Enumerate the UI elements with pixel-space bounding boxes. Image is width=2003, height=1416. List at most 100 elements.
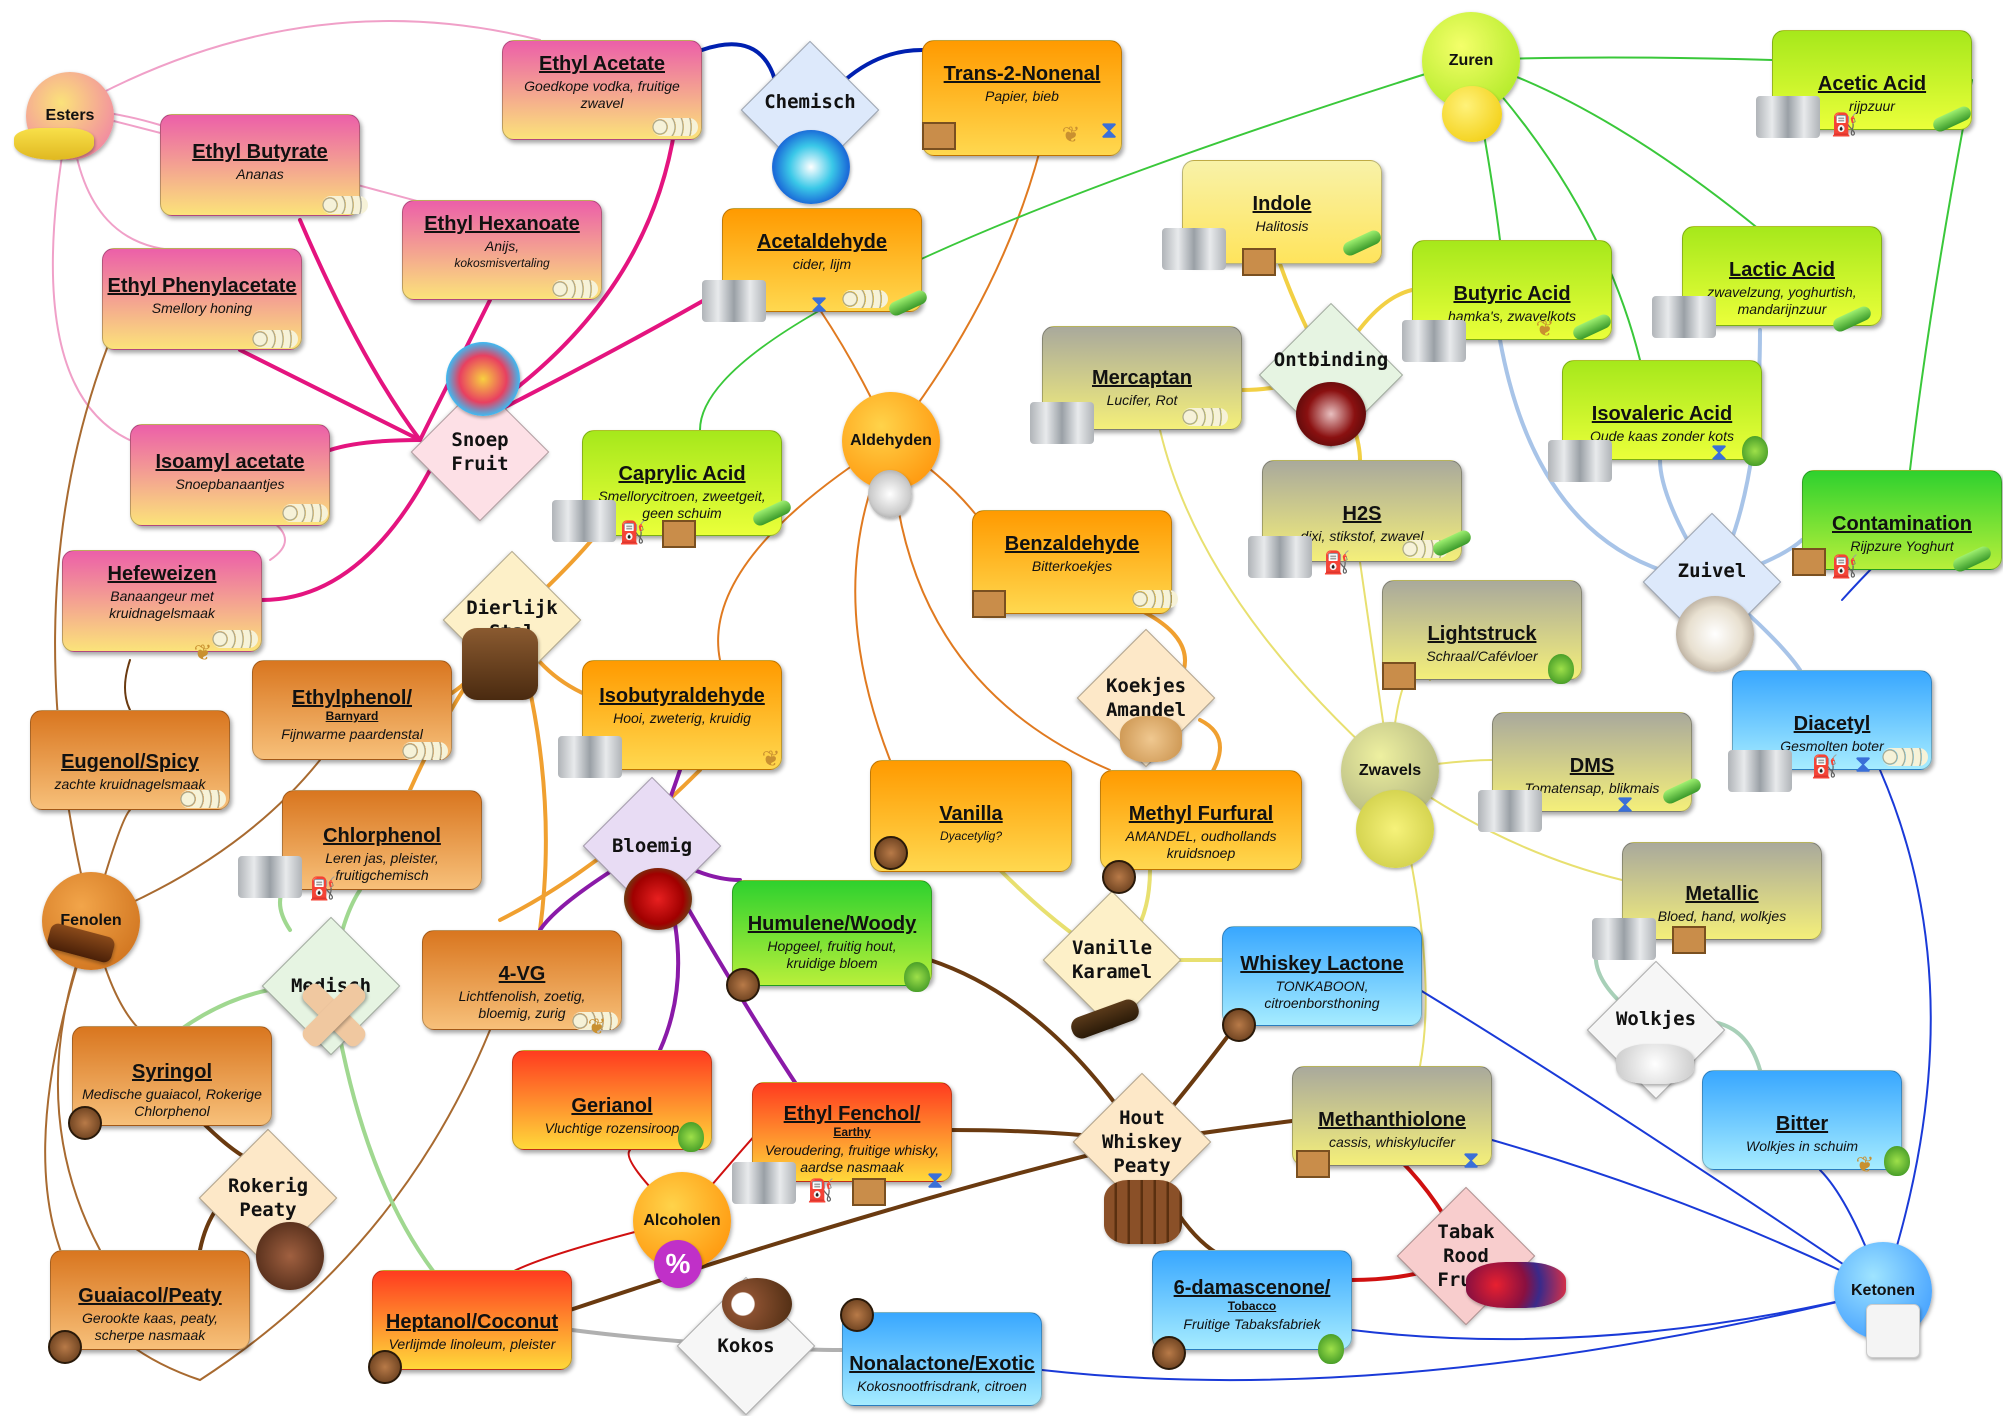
spray-bottle-icon: ⛽ xyxy=(309,876,337,901)
ethyl-hexanoate-desc2: kokosmisvertaling xyxy=(454,256,550,270)
group-rokerig-peaty[interactable]: Rokerig Peaty xyxy=(198,1128,338,1268)
group-vanille-karamel[interactable]: Vanille Karamel xyxy=(1042,890,1182,1030)
fenchol-title: Ethyl Fenchol/ xyxy=(783,1103,921,1125)
group-snoep-fruit[interactable]: Snoep Fruit xyxy=(410,382,550,522)
coins-icon xyxy=(180,790,226,808)
group-wolkjes[interactable]: Wolkjes xyxy=(1586,960,1726,1100)
fenchol-desc: Veroudering, fruitige whisky, aardse nas… xyxy=(764,1142,940,1175)
bitter-desc: Wolkjes in schuim xyxy=(1745,1138,1859,1154)
group-chemisch[interactable]: Chemisch xyxy=(740,40,880,180)
brewing-equipment-icon xyxy=(732,1162,796,1204)
brewing-equipment-icon xyxy=(1756,96,1820,138)
acetaldehyde-desc: cider, lijm xyxy=(792,256,852,272)
group-medisch[interactable]: Medisch xyxy=(261,916,401,1056)
group-vanille-label: Vanille Karamel xyxy=(1071,937,1153,983)
group-hout-whiskey-peaty[interactable]: Hout Whiskey Peaty xyxy=(1072,1072,1212,1212)
hourglass-icon: ⧗ xyxy=(1710,439,1728,466)
brewing-equipment-icon xyxy=(1592,918,1656,960)
4vg-desc: Lichtfenolish, zoetig, bloemig, zurig xyxy=(458,988,586,1021)
dms-title: DMS xyxy=(1569,755,1615,777)
group-koekjes-amandel[interactable]: Koekjes Amandel xyxy=(1076,628,1216,768)
caprylic-title: Caprylic Acid xyxy=(618,463,746,485)
coins-icon xyxy=(1182,408,1228,426)
connection-line xyxy=(1419,989,1884,1292)
perfume-bottle-icon xyxy=(868,470,912,518)
diacetyl-desc: Gesmolten boter xyxy=(1780,738,1884,754)
guaiacol-title: Guaiacol/Peaty xyxy=(78,1285,222,1307)
hub-alcoholen-label: Alcoholen xyxy=(643,1212,721,1229)
horse-icon xyxy=(462,628,538,700)
isovaleric-desc: Oude kaas zonder kots xyxy=(1590,428,1734,444)
box-icon xyxy=(1296,1150,1330,1178)
syringol-desc: Medische guaiacol, Rokerige Chlorphenol xyxy=(82,1086,262,1119)
connection-line xyxy=(717,439,892,661)
brewing-equipment-icon xyxy=(1652,296,1716,338)
hop-icon xyxy=(678,1122,704,1152)
group-kokos-label: Kokos xyxy=(717,1335,775,1357)
group-snoep-label: Snoep Fruit xyxy=(451,429,509,475)
dms-desc: Tomatensap, blikmais xyxy=(1524,780,1660,796)
spray-bottle-icon: ⛽ xyxy=(1811,754,1839,779)
hourglass-icon: ⧗ xyxy=(1100,117,1118,144)
4vg-title: 4-VG xyxy=(498,963,546,985)
group-zuivel[interactable]: Zuivel xyxy=(1642,512,1782,652)
lightstruck-desc: Schraal/Cafévloer xyxy=(1426,648,1538,664)
nonalactone-desc: Kokosnootfrisdrank, citroen xyxy=(857,1378,1027,1394)
brewing-equipment-icon xyxy=(1478,790,1542,832)
connection-line xyxy=(298,218,422,442)
group-ontbinding[interactable]: Ontbinding xyxy=(1258,302,1404,448)
hourglass-icon: ⧗ xyxy=(1854,751,1872,778)
brewing-equipment-icon xyxy=(558,736,622,778)
hub-aldehyden[interactable]: Aldehyden xyxy=(842,392,940,490)
group-bloemig[interactable]: Bloemig xyxy=(582,776,722,916)
hub-fenolen-label: Fenolen xyxy=(60,912,122,929)
group-zuivel-label: Zuivel xyxy=(1677,559,1747,582)
ethyl-acetate-title: Ethyl Acetate xyxy=(539,53,665,75)
percent-badge-icon: % xyxy=(654,1240,702,1288)
coins-icon xyxy=(1132,590,1178,608)
hefeweizen-title: Hefeweizen xyxy=(107,563,217,585)
candy-icon xyxy=(446,342,520,416)
barrel-icon xyxy=(726,968,760,1002)
heptanol-desc: Verlijmde linoleum, pleister xyxy=(388,1336,556,1352)
acetic-title: Acetic Acid xyxy=(1817,73,1927,95)
connection-line xyxy=(1469,59,1761,231)
coins-icon xyxy=(842,290,888,308)
connection-line xyxy=(1879,769,1932,1292)
damascenone-sub: Tobacco xyxy=(1227,1299,1277,1313)
coins-icon xyxy=(212,630,258,648)
bitter-title: Bitter xyxy=(1775,1113,1829,1135)
connection-line xyxy=(1491,1139,1884,1292)
ethyl-butyrate-desc: Ananas xyxy=(236,166,284,182)
spray-bottle-icon: ⛽ xyxy=(807,1178,835,1203)
indole-desc: Halitosis xyxy=(1255,218,1309,234)
connection-line xyxy=(51,109,161,451)
lactic-desc: zwavelzung, yoghurtish, mandarijnzuur xyxy=(1707,284,1857,317)
ethyl-phenylacetate-title: Ethyl Phenylacetate xyxy=(107,275,297,297)
diacetyl-title: Diacetyl xyxy=(1793,713,1871,735)
coins-icon xyxy=(402,742,448,760)
node-4-vg[interactable]: 4-VG Lichtfenolish, zoetig, bloemig, zuri… xyxy=(422,930,622,1030)
group-kokos[interactable]: Kokos xyxy=(676,1276,816,1416)
ethyl-hexanoate-title: Ethyl Hexanoate xyxy=(424,213,580,235)
peat-icon xyxy=(256,1222,324,1290)
coins-icon xyxy=(252,330,298,348)
box-icon xyxy=(1242,248,1276,276)
box-icon xyxy=(852,1178,886,1206)
coins-icon xyxy=(1882,748,1928,766)
